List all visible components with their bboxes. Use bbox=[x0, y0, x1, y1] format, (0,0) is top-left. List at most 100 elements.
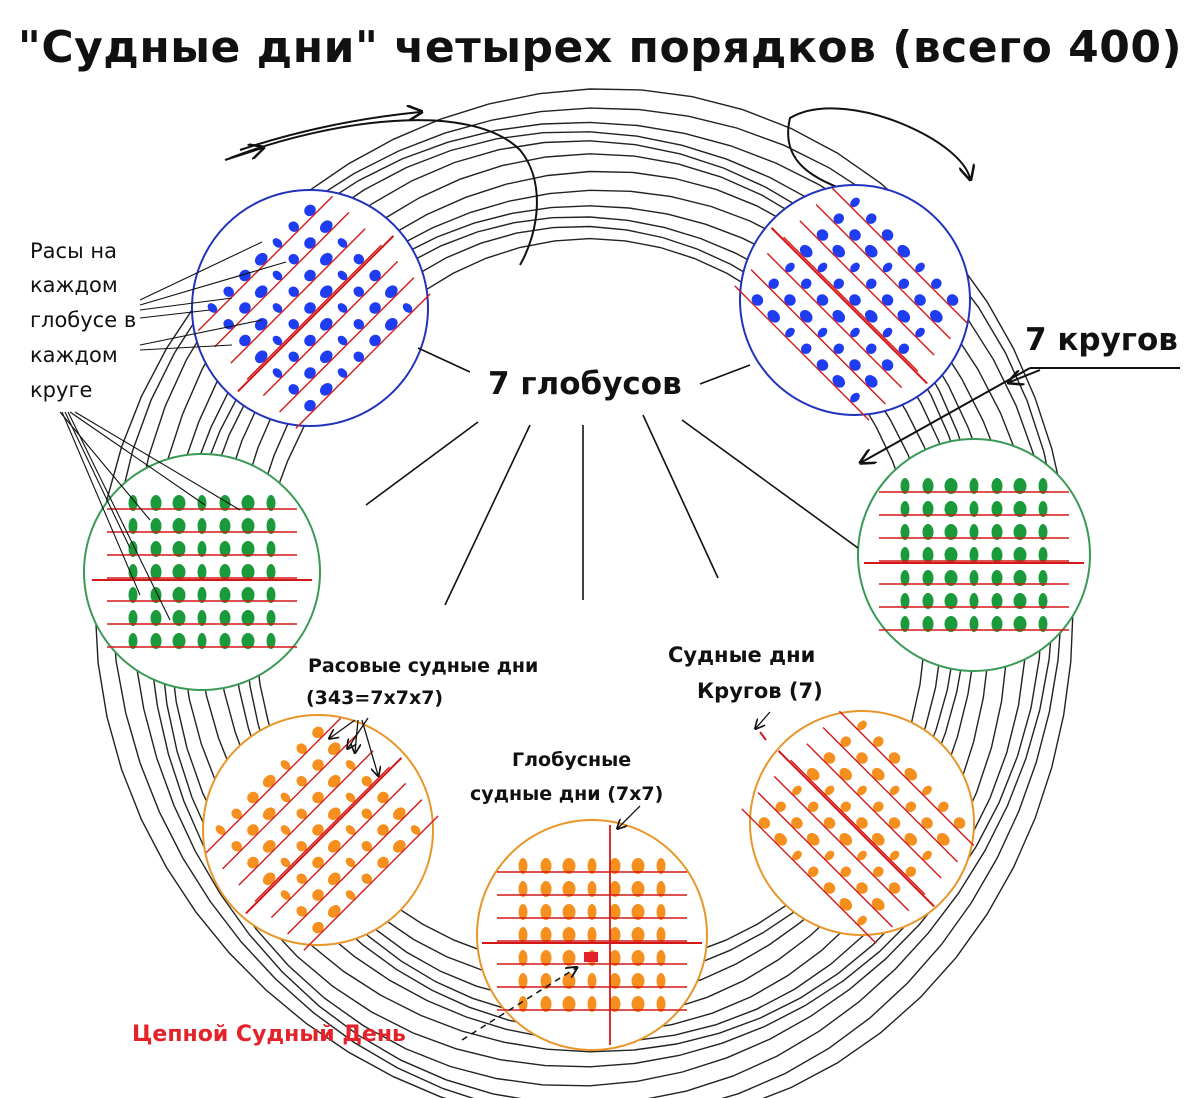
globe bbox=[191, 189, 431, 429]
race-dot bbox=[562, 950, 576, 966]
race-dot bbox=[833, 343, 844, 355]
race-dot bbox=[881, 294, 894, 306]
race-dot bbox=[937, 832, 950, 846]
label-races-line: каждом bbox=[30, 273, 118, 297]
race-dot bbox=[128, 495, 138, 511]
label-racial-days-line: (343=7x7x7) bbox=[306, 687, 443, 709]
race-dot bbox=[518, 973, 528, 989]
race-line bbox=[303, 815, 439, 951]
globe-grid bbox=[864, 478, 1084, 632]
race-dot bbox=[587, 973, 597, 989]
race-dot bbox=[609, 927, 621, 943]
page-title: "Судные дни" четырех порядков (всего 400… bbox=[17, 22, 1183, 73]
race-dot bbox=[345, 792, 356, 803]
race-dot bbox=[922, 501, 934, 517]
globe-grid bbox=[92, 495, 312, 649]
race-dot bbox=[922, 547, 934, 563]
globes-pointer bbox=[681, 419, 859, 549]
race-dot bbox=[775, 801, 786, 812]
race-dot bbox=[1013, 524, 1027, 540]
race-dot bbox=[1038, 547, 1048, 563]
race-dot bbox=[345, 825, 356, 835]
race-dot bbox=[946, 294, 959, 306]
race-dot bbox=[296, 906, 307, 917]
race-dot bbox=[197, 633, 207, 649]
race-dot bbox=[922, 524, 934, 540]
race-dot bbox=[799, 309, 813, 323]
race-dot bbox=[656, 881, 666, 897]
chain-day-marker bbox=[584, 952, 598, 962]
race-line bbox=[205, 717, 342, 854]
race-dot bbox=[172, 587, 186, 603]
race-dot bbox=[150, 495, 162, 511]
race-dot bbox=[944, 593, 958, 609]
race-dot bbox=[609, 950, 621, 966]
race-dot bbox=[241, 518, 255, 534]
race-dot bbox=[631, 858, 645, 874]
race-dot bbox=[288, 286, 299, 297]
race-dot bbox=[856, 817, 868, 829]
race-dot bbox=[806, 767, 820, 781]
race-dot bbox=[832, 375, 846, 388]
race-dot bbox=[758, 817, 771, 829]
race-dot bbox=[587, 927, 597, 943]
race-dot bbox=[800, 278, 812, 289]
race-dot bbox=[631, 904, 645, 920]
race-dot bbox=[991, 501, 1003, 517]
race-dot bbox=[656, 996, 666, 1012]
race-dot bbox=[262, 872, 276, 886]
race-line bbox=[254, 766, 390, 902]
race-dot bbox=[922, 850, 932, 861]
races-pointer bbox=[139, 261, 287, 306]
race-dot bbox=[304, 399, 316, 412]
race-dot bbox=[922, 785, 932, 796]
race-dot bbox=[128, 633, 138, 649]
race-dot bbox=[219, 610, 231, 626]
race-dot bbox=[197, 610, 207, 626]
race-dot bbox=[150, 564, 162, 580]
race-dot bbox=[518, 950, 528, 966]
race-dot bbox=[562, 858, 576, 874]
race-line bbox=[230, 228, 366, 364]
race-dot bbox=[280, 857, 291, 868]
race-dot bbox=[361, 775, 373, 787]
race-dot bbox=[369, 269, 381, 282]
race-dot bbox=[904, 767, 918, 781]
race-dot bbox=[969, 547, 979, 563]
race-dot bbox=[631, 927, 645, 943]
race-dot bbox=[1038, 501, 1048, 517]
race-dot bbox=[327, 905, 341, 918]
racial-pointer bbox=[348, 717, 369, 748]
race-dot bbox=[361, 841, 373, 852]
race-dot bbox=[871, 767, 885, 781]
race-dot bbox=[857, 785, 867, 796]
race-dot bbox=[393, 839, 406, 853]
race-dot bbox=[609, 904, 621, 920]
flow-arrow-right bbox=[787, 107, 970, 196]
race-line bbox=[238, 750, 374, 886]
race-dot bbox=[824, 785, 835, 796]
race-dot bbox=[904, 832, 918, 846]
annotations bbox=[59, 241, 1180, 1041]
race-dot bbox=[991, 478, 1003, 494]
race-dot bbox=[817, 262, 828, 273]
race-dot bbox=[833, 278, 844, 289]
globe-grid bbox=[197, 195, 431, 429]
race-dot bbox=[197, 564, 207, 580]
race-dot bbox=[882, 262, 893, 273]
race-dot bbox=[197, 541, 207, 557]
globe-line bbox=[770, 227, 928, 385]
race-dot bbox=[785, 262, 795, 273]
race-dot bbox=[353, 286, 365, 297]
race-dot bbox=[866, 343, 877, 355]
race-dot bbox=[849, 294, 861, 306]
race-dot bbox=[849, 359, 861, 371]
race-dot bbox=[272, 335, 283, 346]
globe-grid bbox=[734, 187, 968, 421]
race-dot bbox=[288, 253, 299, 265]
globe bbox=[202, 714, 439, 951]
race-dot bbox=[609, 881, 621, 897]
race-dot bbox=[272, 270, 283, 281]
race-dot bbox=[969, 570, 979, 586]
race-dot bbox=[262, 807, 276, 821]
